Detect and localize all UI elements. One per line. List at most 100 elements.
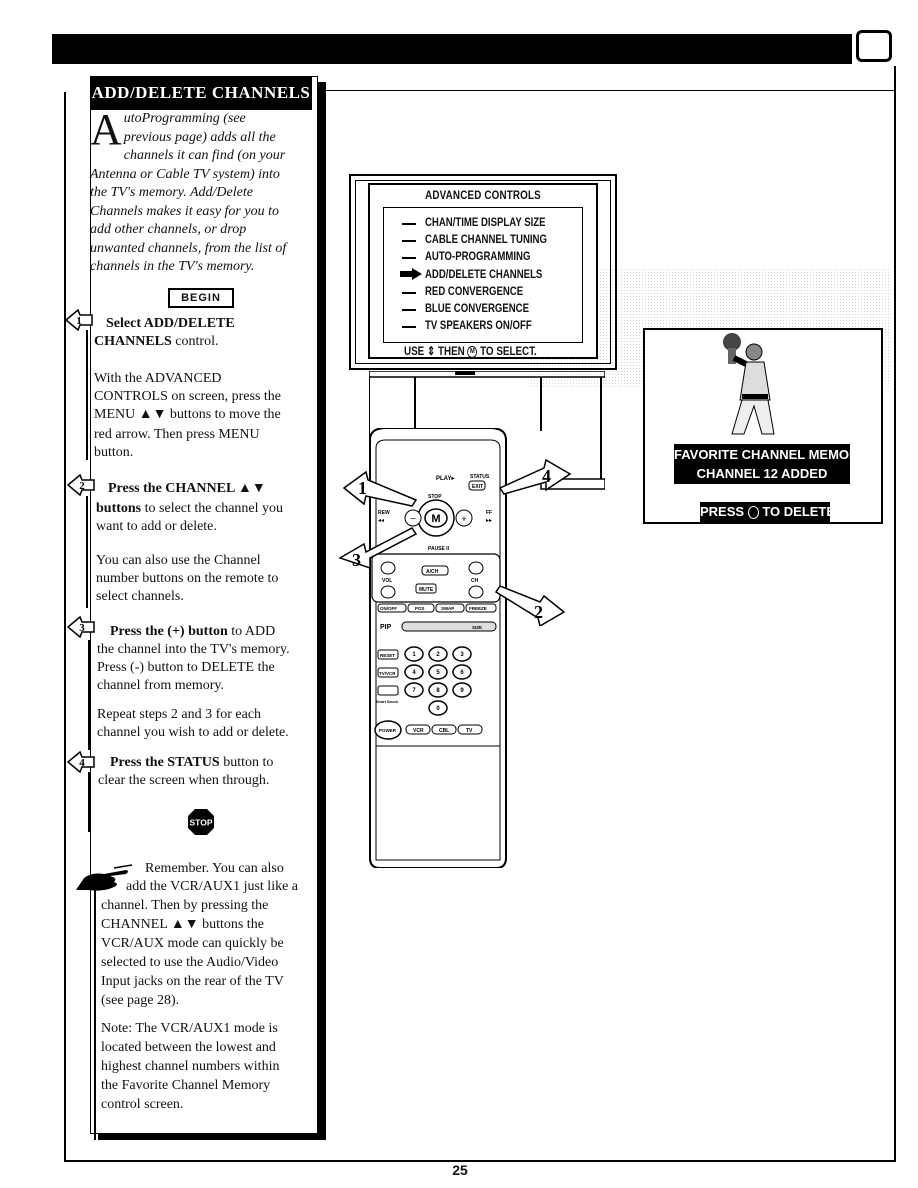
tvvcr-button[interactable] [377, 667, 399, 678]
tvvcr-label: TV/VCR [379, 671, 396, 676]
intro-line: Antenna or Cable TV system) into [90, 166, 280, 182]
frame-top [312, 90, 896, 91]
drop-cap: A [90, 105, 122, 154]
menu-dash [402, 309, 416, 311]
menu-item[interactable]: BLUE CONVERGENCE [425, 301, 530, 315]
ch-up-button[interactable] [468, 561, 484, 575]
step-4-line2: clear the screen when through. [98, 773, 270, 788]
remember-text: channel. Then by pressing the CHANNEL ▲▼… [101, 896, 319, 1010]
stop-label: STOP [428, 494, 442, 500]
pause-label: PAUSE II [428, 546, 450, 552]
step-2-lead: Press the CHANNEL ▲▼ [108, 481, 266, 496]
step-3-rest: to ADD [227, 624, 276, 639]
header-bar [52, 34, 852, 64]
pip-onoff-button[interactable] [377, 603, 407, 613]
step-3-line: channel from memory. [97, 678, 224, 693]
vcr-mode-button[interactable] [405, 724, 431, 735]
step-2-body: buttons to select the channel you want t… [96, 500, 318, 536]
digit-2-button[interactable] [428, 646, 448, 662]
pip-swap-button[interactable] [435, 603, 465, 613]
reset-label: RESET [380, 653, 395, 658]
menu-item[interactable]: AUTO-PROGRAMMING [425, 249, 531, 263]
exit-label: EXIT [472, 484, 483, 490]
smart-sound-button[interactable] [377, 685, 399, 696]
reset-button[interactable] [377, 649, 399, 660]
digit-5-button[interactable] [428, 664, 448, 680]
digit-label: 0 [436, 706, 440, 712]
digit-9-button[interactable] [452, 682, 472, 698]
menu-item[interactable]: TV SPEAKERS ON/OFF [425, 318, 532, 332]
remember-first: Remember. You can also [145, 861, 284, 876]
step-2-rest2: want to add or delete. [96, 519, 217, 534]
svg-text:1: 1 [76, 315, 82, 327]
digit-0-button[interactable] [428, 700, 448, 716]
digit-6-button[interactable] [452, 664, 472, 680]
pip-size-button[interactable] [401, 621, 497, 632]
delete-label: TO DELETE [762, 504, 836, 519]
remember-line: CHANNEL ▲▼ buttons the [101, 917, 264, 932]
step-3-arrow-icon: 3 [66, 615, 95, 639]
note-line: Note: The VCR/AUX1 mode is [101, 1021, 278, 1036]
step-1-rest: control. [171, 334, 219, 349]
pip-pos-button[interactable] [407, 603, 435, 613]
note-line: located between the lowest and [101, 1040, 276, 1055]
digit-label: 7 [412, 688, 416, 694]
svg-text:2: 2 [79, 480, 85, 492]
mute-button[interactable] [415, 583, 437, 594]
digit-label: 9 [460, 688, 464, 694]
pointing-hand-icon [76, 864, 133, 891]
step-1-lead2: CHANNELS [94, 334, 172, 349]
menu-button-icon: M [467, 345, 478, 358]
digit-4-button[interactable] [404, 664, 424, 680]
step-2-detail: You can also use the Channel number butt… [96, 552, 318, 606]
sidebar-panel [90, 76, 318, 1134]
swap-label: SWAP [441, 606, 454, 611]
up-down-icon: ⇕ [426, 344, 436, 358]
menu-label: M [431, 513, 440, 525]
vol-down-button[interactable] [380, 585, 396, 599]
power-button[interactable] [374, 720, 402, 740]
detail-line: Repeat steps 2 and 3 for each [97, 707, 262, 722]
cbl-label: CBL [439, 728, 449, 734]
ach-button[interactable] [421, 565, 449, 576]
step-1-arrow-icon: 1 [64, 308, 93, 332]
menu-item[interactable]: CHAN/TIME DISPLAY SIZE [425, 215, 546, 229]
status-label: STATUS [470, 474, 490, 480]
minus-button[interactable] [404, 509, 422, 527]
step-3-line: the channel into the TV's memory. [97, 642, 290, 657]
menu-button[interactable] [424, 508, 448, 528]
press-label: PRESS [700, 504, 745, 519]
ch-down-button[interactable] [468, 585, 484, 599]
menu-item[interactable]: CABLE CHANNEL TUNING [425, 232, 547, 246]
vol-up-button[interactable] [380, 561, 396, 575]
step-4-arrow-icon: 4 [66, 750, 95, 774]
digit-1-button[interactable] [404, 646, 424, 662]
menu-item-selected[interactable]: ADD/DELETE CHANNELS [425, 267, 543, 281]
pip-label: PIP [380, 624, 392, 631]
step-4-lead: Press the STATUS [110, 755, 220, 770]
menu-item[interactable]: RED CONVERGENCE [425, 284, 524, 298]
step-2-rest: to select the channel you [141, 501, 284, 516]
digit-8-button[interactable] [428, 682, 448, 698]
tv-mode-button[interactable] [457, 724, 483, 735]
menu-footer: USE ⇕ THEN M TO SELECT. [404, 344, 537, 358]
svg-text:3: 3 [79, 622, 85, 634]
menu-dash [402, 292, 416, 294]
plus-button[interactable] [455, 509, 473, 527]
step-3-line: Press (-) button to DELETE the [97, 660, 275, 675]
step-1-heading: Select ADD/DELETE [106, 315, 316, 333]
footer-use: USE [404, 344, 425, 358]
pip-freeze-button[interactable] [465, 603, 497, 613]
frame-bottom [64, 1160, 896, 1162]
callout-number: 2 [534, 602, 543, 622]
cbl-mode-button[interactable] [431, 724, 457, 735]
intro-line: utoProgramming (see [123, 111, 246, 126]
status-exit-button[interactable] [468, 480, 486, 491]
digit-7-button[interactable] [404, 682, 424, 698]
remember-line: channel. Then by pressing the [101, 898, 269, 913]
frame-right [894, 66, 896, 1162]
intro-line: unwanted channels, from the list of [90, 240, 287, 256]
digit-3-button[interactable] [452, 646, 472, 662]
svg-text:4: 4 [79, 757, 85, 769]
vcr-label: VCR [413, 728, 424, 734]
